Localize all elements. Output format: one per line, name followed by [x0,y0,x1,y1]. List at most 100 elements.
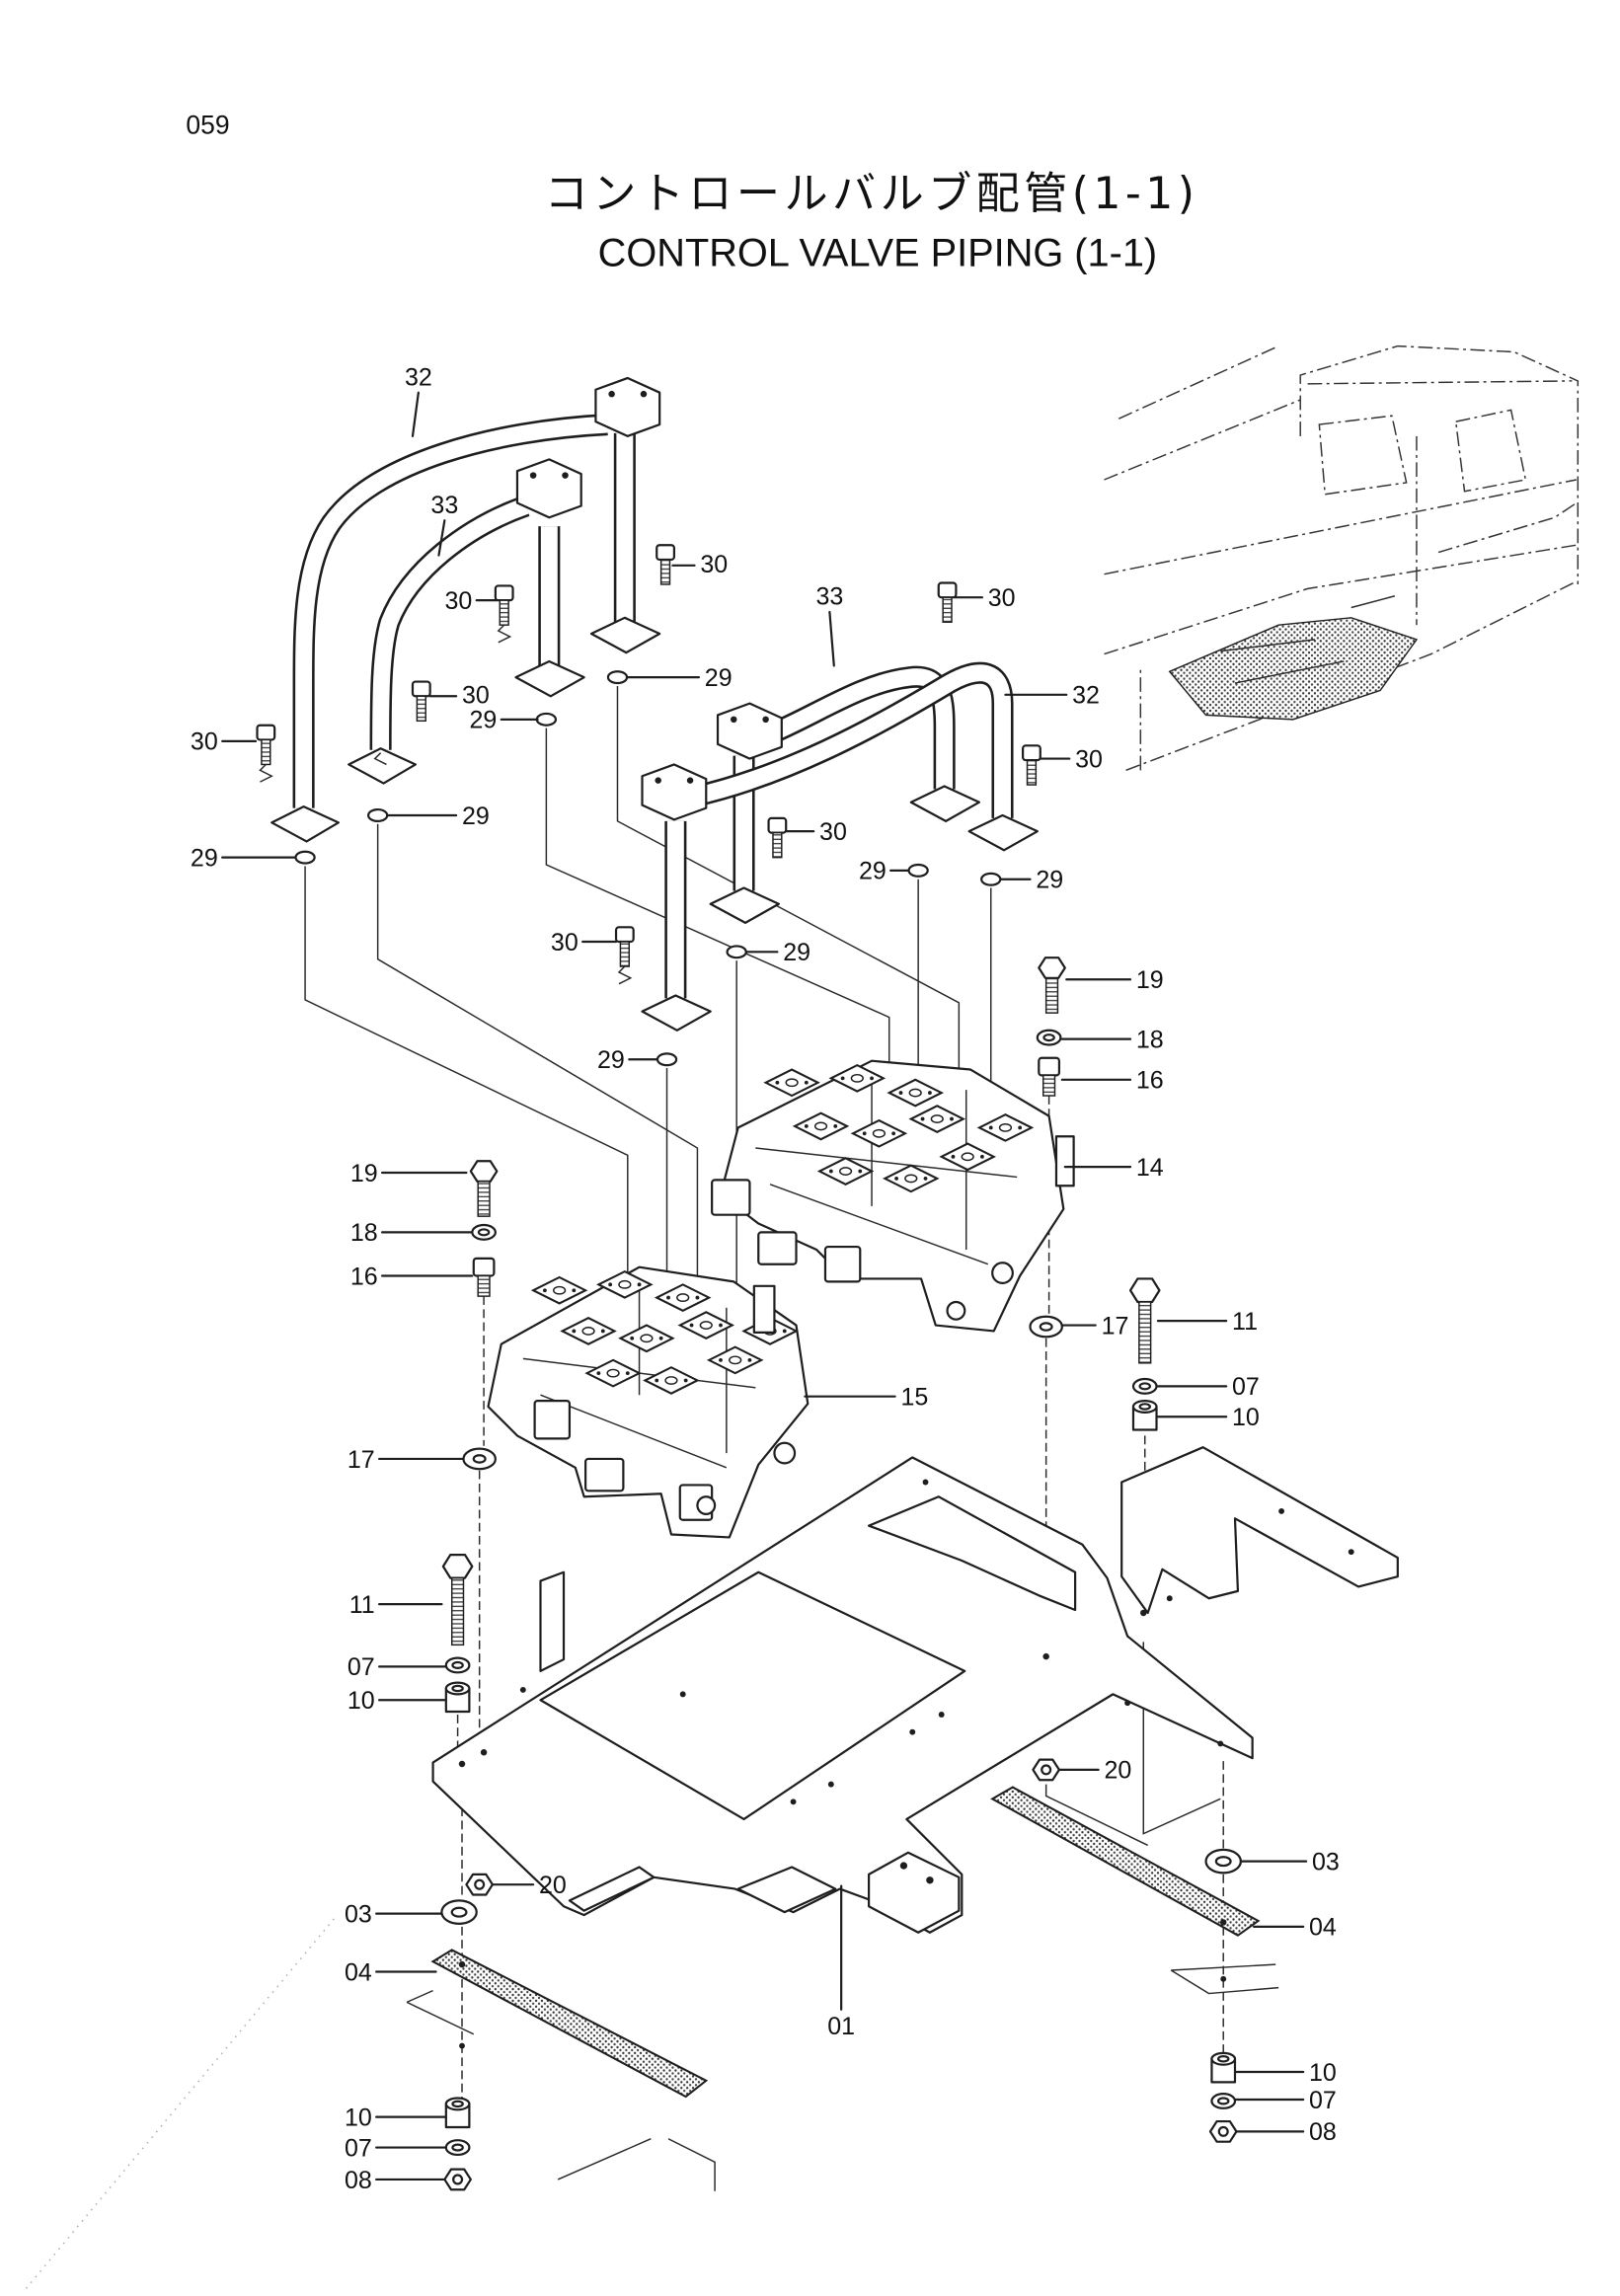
washer-18 [1036,1029,1062,1046]
nut-08 [1208,2119,1238,2143]
sketch-line [1104,544,1577,655]
callout-label: 30 [819,818,847,846]
bolt-hole [679,1691,686,1698]
plate-holes [458,1479,1354,1884]
o-rings-29 [294,670,1002,1067]
callout-label: 10 [345,2104,372,2131]
bolt-hole [519,1687,526,1693]
bolt-hole [938,1712,945,1718]
sketch-line [1437,501,1578,554]
spacer-10 [1210,2051,1237,2084]
bolt-hole [909,1728,916,1735]
spool-cap [757,1231,798,1265]
cab-roof-edge [1307,380,1573,385]
end-flange [967,813,1039,852]
socket-bolt [1022,744,1041,786]
plug [946,1300,966,1321]
bolt-hole [1166,1595,1173,1602]
callout-label: 29 [1036,867,1063,894]
spacer-10 [1131,1399,1158,1431]
callout-label: 29 [705,664,733,692]
nut-20 [1032,1758,1061,1782]
callout-label: 14 [1136,1154,1164,1182]
bolt-hole [922,1479,929,1486]
washer-17 [462,1447,497,1471]
pipe-33-left [369,496,561,750]
plate-tab [539,1570,566,1672]
socket-bolt [614,926,635,967]
o-ring [606,670,629,685]
sketch-line [1125,580,1578,772]
assembly-line [376,823,699,1316]
hex-bolt-11 [1128,1277,1161,1364]
callout-label: 07 [345,2134,372,2162]
sketch-detail [1220,595,1396,684]
callout-label: 18 [350,1219,378,1247]
socket-bolt [767,816,788,859]
washer-03 [440,1899,478,1926]
plate-block [868,1851,961,1934]
end-flange [909,785,981,822]
bolt-hole [926,1876,934,1884]
bolt-hole [1219,1919,1227,1926]
callout-label: 07 [1309,2087,1337,2114]
callout-label: 08 [345,2167,372,2194]
hex-bolt-11 [441,1553,474,1646]
valve-section-lines [755,1075,1018,1265]
sketch-line [1104,479,1577,575]
end-flange [347,747,418,785]
callout-label: 32 [405,363,432,391]
plate-pad [736,1866,837,1914]
o-ring [366,807,389,822]
socket-bolt-16 [1038,1056,1061,1097]
elbow-flange [641,763,708,821]
washer-03 [1204,1848,1242,1875]
socket-bolt-16 [472,1257,496,1297]
spool-cap [823,1245,862,1283]
washer-18 [471,1223,497,1241]
valve-port [532,1275,587,1305]
callout-label: 17 [1102,1312,1129,1339]
spacer-10 [444,1681,471,1714]
pipe-32-right [664,661,1014,999]
bolt-hole [790,1799,797,1805]
callout-label: 29 [859,858,887,885]
socket-bolt [656,544,675,585]
o-ring [535,712,558,727]
o-ring [726,945,747,959]
callout-label: 32 [1072,682,1100,710]
callout-label: 29 [462,803,490,830]
callout-label: 29 [783,939,810,966]
o-ring [656,1052,678,1067]
callout-label: 07 [1232,1373,1260,1401]
callout-label: 19 [1136,966,1164,994]
plate-pad [568,1866,656,1912]
base-plate-01 [431,1446,1399,1934]
end-flange [641,994,712,1032]
plug [696,1495,717,1515]
pipe-32-left [292,414,636,808]
callout-label: 20 [539,1872,567,1899]
callout-label: 30 [1075,745,1103,773]
socket-bolt [937,581,958,623]
sketch-line [1118,344,1279,420]
callout-label: 29 [191,844,218,872]
callout-label: 33 [430,492,458,519]
end-flange [709,886,780,924]
bolt-hole [1217,1740,1224,1747]
assembly-line [304,866,629,1352]
callout-label: 03 [1312,1848,1340,1875]
nut-20 [465,1873,495,1896]
frame-fragment [406,1989,475,2035]
callout-label: 20 [1105,1757,1132,1785]
strip-right [990,1786,1261,1937]
callout-label: 11 [349,1591,375,1619]
callout-label: 10 [347,1687,375,1715]
sketch-line [1104,399,1301,481]
assembly-line [616,685,961,1105]
bolt-hole [480,1749,488,1756]
bolt-hole [1220,1975,1227,1982]
spool-cap [533,1399,572,1440]
callout-label: 03 [345,1900,372,1928]
